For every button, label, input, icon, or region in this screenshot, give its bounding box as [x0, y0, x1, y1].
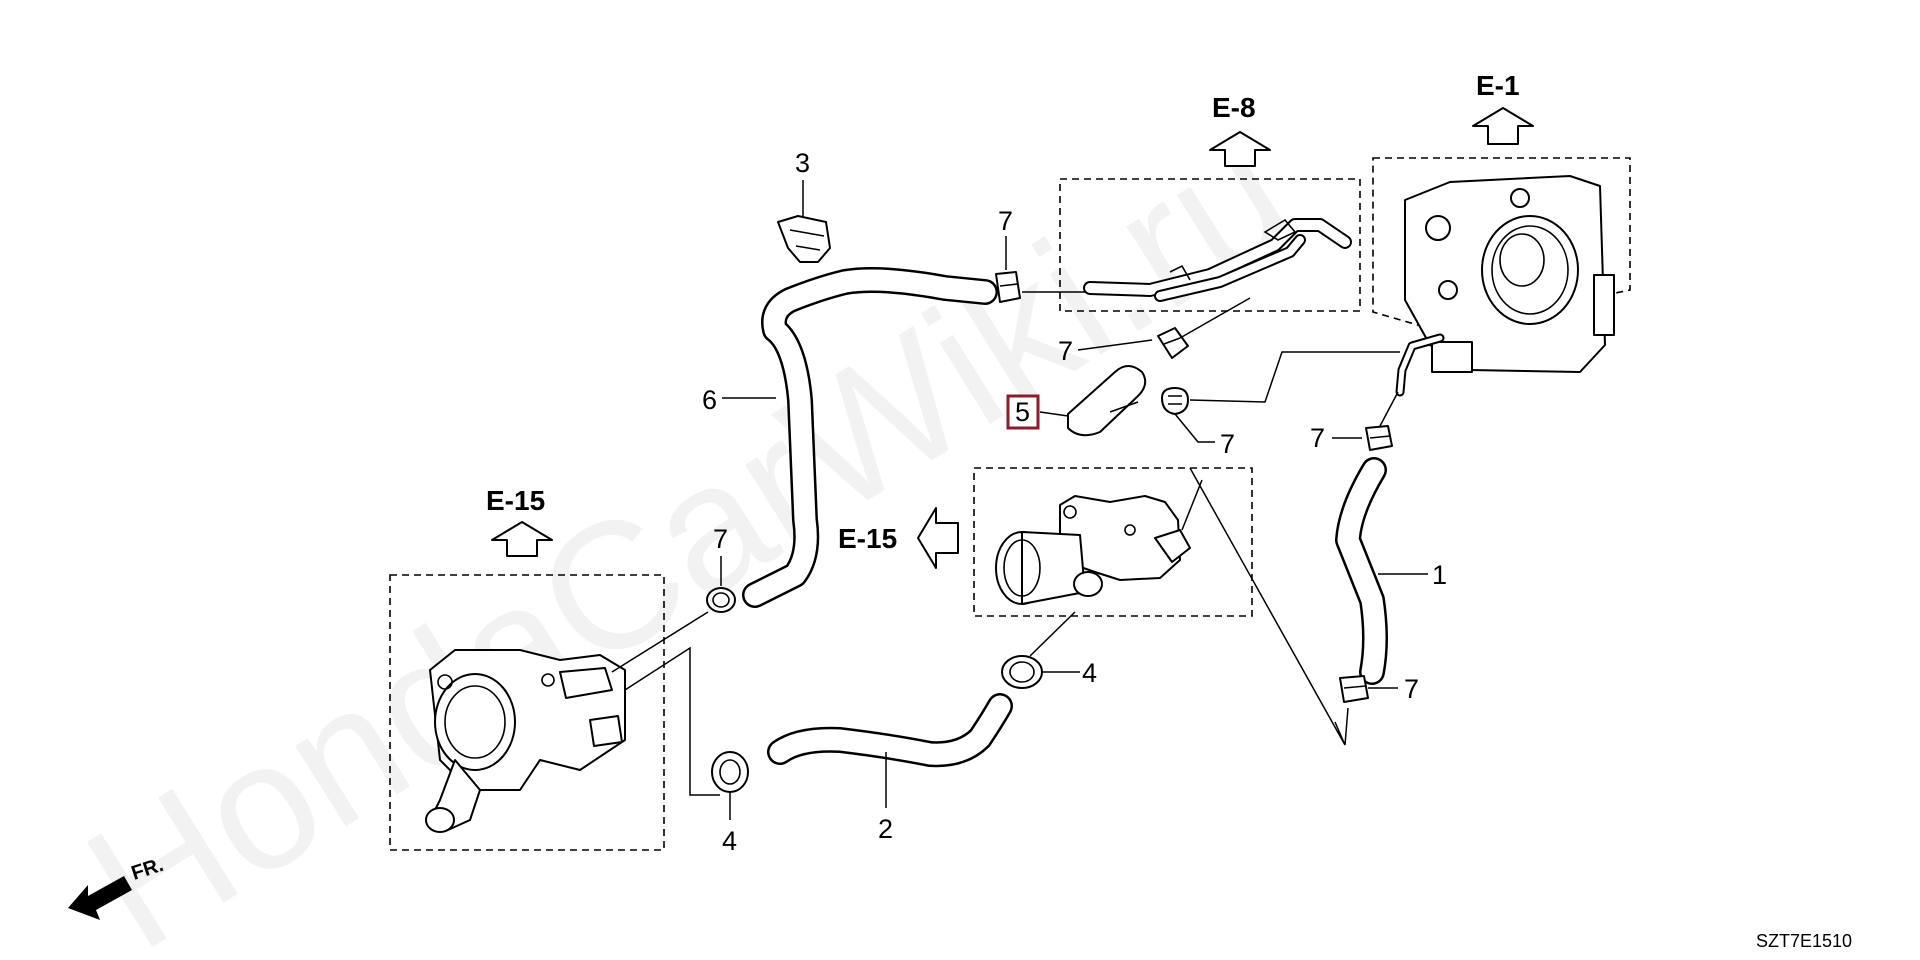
clamp-part-7-e[interactable] — [1339, 675, 1369, 703]
callout-5: 5 — [1015, 397, 1030, 427]
front-arrow-icon — [68, 876, 132, 920]
highlight-box-5 — [1006, 394, 1040, 430]
hollow-arrow-icon — [1209, 131, 1271, 167]
clamp-part-7-c[interactable] — [1161, 387, 1189, 415]
callout-4-a: 4 — [1082, 658, 1097, 688]
callout-1: 1 — [1432, 560, 1447, 590]
callout-2: 2 — [878, 814, 893, 844]
hollow-arrow-icon — [1472, 107, 1534, 145]
hose-part-2[interactable] — [767, 693, 1013, 768]
callout-3: 3 — [795, 148, 810, 178]
e15-mid-assembly-box — [973, 467, 1253, 617]
callout-4-b: 4 — [722, 826, 737, 856]
e8-reference[interactable]: E-8 — [1209, 92, 1271, 167]
ref-label-e1: E-1 — [1476, 70, 1520, 101]
e15-left-assembly-box — [389, 574, 665, 851]
callout-7-d: 7 — [1310, 423, 1325, 453]
hollow-arrow-icon — [491, 521, 553, 557]
clamp-part-7-f[interactable] — [706, 587, 736, 613]
ref-label-e15-mid: E-15 — [838, 523, 897, 554]
ref-label-e8: E-8 — [1212, 92, 1256, 123]
clip-part-3[interactable] — [777, 215, 831, 263]
diagram-code: SZT7E1510 — [1756, 931, 1852, 951]
callout-7-b: 7 — [1058, 336, 1073, 366]
e15-mid-reference[interactable]: E-15 — [838, 507, 959, 569]
thermostat-housing — [425, 649, 626, 833]
e1-reference[interactable]: E-1 — [1472, 70, 1534, 145]
callout-7-a: 7 — [998, 206, 1013, 236]
e1-assembly-box — [1372, 157, 1631, 331]
e15-left-reference[interactable]: E-15 — [486, 485, 553, 557]
hose-part-5[interactable] — [1067, 365, 1147, 437]
callout-7-f: 7 — [713, 524, 728, 554]
ref-label-e15-left: E-15 — [486, 485, 545, 516]
hose-part-6[interactable] — [742, 267, 998, 608]
clip-part-4-a[interactable] — [1001, 655, 1043, 689]
water-outlet-housing — [995, 495, 1191, 605]
e8-assembly-box — [1059, 178, 1361, 312]
hollow-arrow-icon — [917, 507, 959, 569]
callout-6: 6 — [702, 385, 717, 415]
throttle-body — [1395, 175, 1615, 397]
clip-part-4-b[interactable] — [711, 751, 749, 793]
clamp-part-7-a[interactable] — [995, 271, 1021, 303]
callout-7-e: 7 — [1404, 674, 1419, 704]
water-pipe-e8 — [1083, 218, 1352, 302]
callout-7-c: 7 — [1220, 429, 1235, 459]
hose-part-1[interactable] — [1335, 457, 1388, 685]
clamp-part-7-d[interactable] — [1365, 425, 1393, 451]
clamp-part-7-b[interactable] — [1157, 327, 1189, 359]
